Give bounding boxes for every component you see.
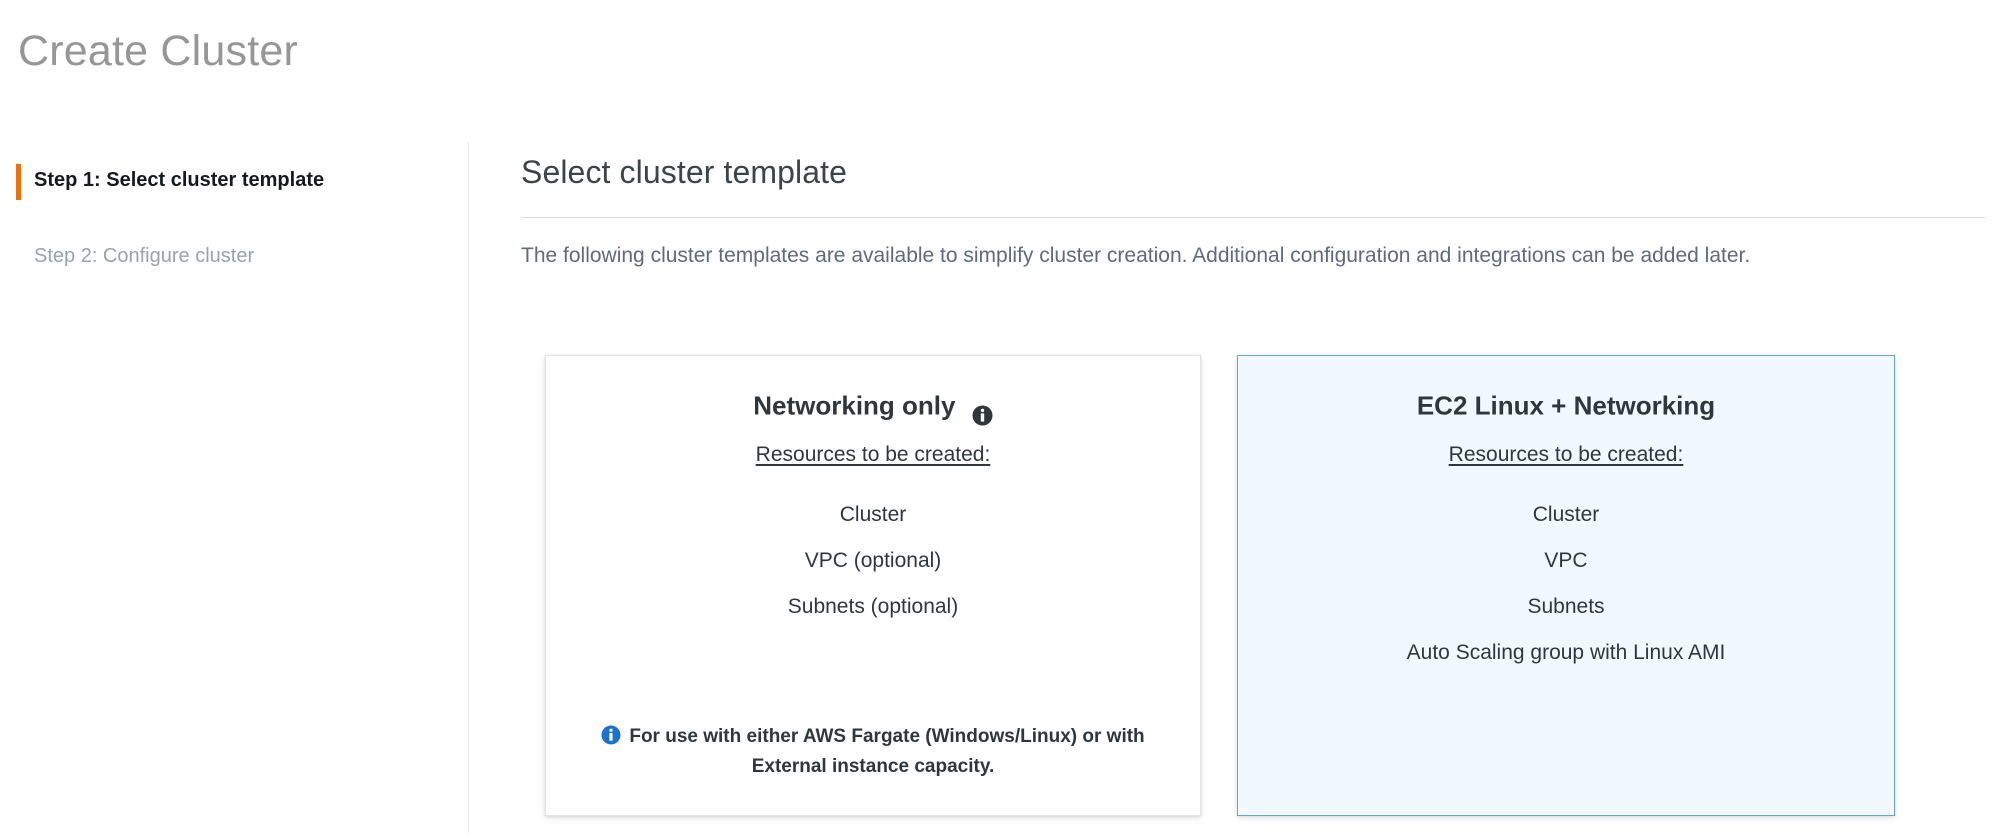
resource-item: Subnets — [1527, 594, 1605, 618]
resource-item: Subnets (optional) — [787, 594, 959, 618]
card-title-ec2-linux-networking: EC2 Linux + Networking — [1260, 382, 1872, 429]
sidebar-divider — [468, 142, 469, 833]
card-subtitle-resources: Resources to be created: — [755, 442, 991, 466]
resource-item: Auto Scaling group with Linux AMI — [1406, 640, 1726, 664]
active-step-marker — [16, 164, 21, 200]
sidebar-step-1[interactable]: Step 1: Select cluster template — [0, 164, 469, 200]
card-title-networking-only: Networking only — [568, 382, 1178, 429]
sidebar-step-2[interactable]: Step 2: Configure cluster — [0, 244, 469, 268]
section-title: Select cluster template — [521, 154, 848, 190]
resource-item: Cluster — [839, 502, 907, 526]
sidebar-step-2-label: Step 2: Configure cluster — [34, 245, 255, 267]
section-description: The following cluster templates are avai… — [521, 244, 1751, 267]
resource-item: Cluster — [1532, 502, 1600, 526]
resource-item: VPC (optional) — [804, 548, 942, 572]
wizard-steps-sidebar: Step 1: Select cluster template Step 2: … — [0, 140, 469, 833]
info-icon-blue — [601, 725, 621, 745]
section-title-rule — [521, 217, 1985, 218]
page-title: Create Cluster — [18, 27, 299, 75]
info-icon[interactable] — [972, 395, 993, 426]
template-cards-row: Networking only Resources to be created:… — [469, 140, 1999, 833]
main-content-panel: Select cluster template The following cl… — [469, 140, 1999, 833]
card-title-text: Networking only — [753, 390, 956, 421]
card-footnote-text: For use with either AWS Fargate (Windows… — [629, 726, 1145, 777]
template-card-networking-only[interactable]: Networking only Resources to be created:… — [545, 355, 1201, 816]
template-card-ec2-linux-networking[interactable]: EC2 Linux + Networking Resources to be c… — [1237, 355, 1895, 816]
resource-item: VPC — [1544, 548, 1588, 572]
card-title-text: EC2 Linux + Networking — [1416, 390, 1716, 421]
card-footnote-networking-only: For use with either AWS Fargate (Windows… — [568, 722, 1178, 782]
sidebar-step-1-label: Step 1: Select cluster template — [34, 169, 325, 191]
card-subtitle-resources: Resources to be created: — [1448, 442, 1684, 466]
